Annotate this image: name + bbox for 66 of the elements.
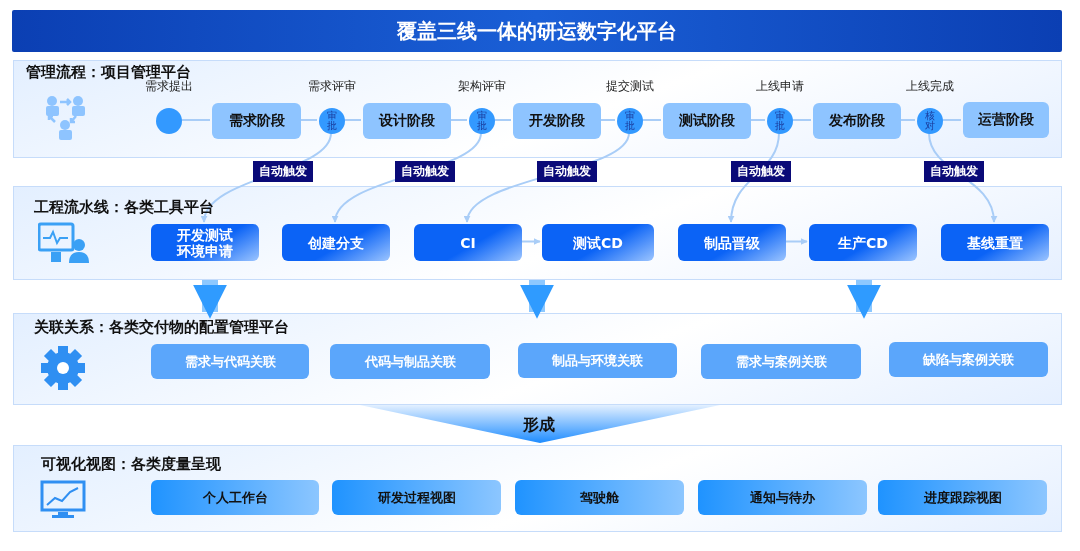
edge-label: 自动触发 (923, 160, 984, 182)
connector-line (941, 119, 962, 121)
platform-panel (13, 186, 1062, 280)
stage-box: 测试阶段 (663, 103, 751, 139)
panel-title: 关联关系：各类交付物的配置管理平台 (34, 318, 289, 337)
stage-box: 制品与环境关联 (518, 343, 677, 378)
stage-box: 代码与制品关联 (330, 344, 490, 379)
down-arrow (520, 280, 554, 319)
stage-box: 基线重置 (941, 224, 1049, 261)
stage-box: CI (414, 224, 522, 261)
edge-label: 自动触发 (395, 160, 456, 182)
down-arrow (847, 280, 881, 319)
platform-panel (13, 60, 1062, 158)
connector-line (299, 119, 318, 121)
approval-circle: 核对 (917, 108, 943, 134)
stage-box: 运营阶段 (963, 102, 1049, 138)
edge-label: 自动触发 (252, 160, 313, 182)
stage-label: 需求评审 (307, 78, 357, 95)
down-arrow (193, 280, 227, 319)
connector-line (641, 119, 662, 121)
edge-label: 自动触发 (730, 160, 791, 182)
stage-box: 研发过程视图 (332, 480, 501, 515)
connector-line (791, 119, 812, 121)
start-circle (156, 108, 182, 134)
title-banner: 覆盖三线一体的研运数字化平台 (12, 10, 1062, 52)
stage-label: 需求提出 (144, 79, 194, 95)
stage-label: 上线申请 (755, 78, 805, 95)
stage-label: 上线完成 (905, 78, 955, 95)
connector-line (180, 119, 211, 121)
stage-box: 需求与代码关联 (151, 344, 309, 379)
stage-label: 提交测试 (605, 78, 655, 95)
approval-circle: 审批 (319, 108, 345, 134)
edge-label: 自动触发 (537, 160, 598, 182)
stage-box: 驾驶舱 (515, 480, 684, 515)
panel-title: 管理流程：项目管理平台 (26, 63, 191, 81)
stage-box: 制品晋级 (678, 224, 786, 261)
stage-box: 设计阶段 (363, 103, 451, 139)
approval-circle: 审批 (469, 108, 495, 134)
stage-box: 测试CD (542, 224, 654, 261)
stage-box: 发布阶段 (813, 103, 901, 139)
approval-circle: 审批 (617, 108, 643, 134)
stage-box: 需求与案例关联 (701, 344, 861, 379)
stage-box: 开发阶段 (513, 103, 601, 139)
stage-box: 创建分支 (282, 224, 390, 261)
arrow (520, 238, 541, 245)
panel-title: 可视化视图：各类度量呈现 (41, 455, 221, 474)
stage-box: 生产CD (809, 224, 917, 261)
connector-line (449, 119, 468, 121)
connector-line (899, 119, 916, 121)
connector-line (343, 119, 362, 121)
stage-box: 个人工作台 (151, 480, 319, 515)
connector-line (749, 119, 766, 121)
chevron-arrow (360, 405, 720, 443)
stage-box: 进度跟踪视图 (878, 480, 1047, 515)
panel-title: 工程流水线：各类工具平台 (34, 198, 214, 217)
connector-line (493, 119, 512, 121)
connector-line (599, 119, 616, 121)
approval-circle: 审批 (767, 108, 793, 134)
stage-box: 开发测试环境申请 (151, 224, 259, 261)
arrow (784, 238, 808, 245)
stage-label: 架构评审 (457, 78, 507, 95)
stage-box: 缺陷与案例关联 (889, 342, 1048, 377)
platform-panel (13, 445, 1062, 532)
stage-box: 需求阶段 (212, 103, 301, 139)
edge-label: 形成 (522, 413, 556, 436)
stage-box: 通知与待办 (698, 480, 867, 515)
